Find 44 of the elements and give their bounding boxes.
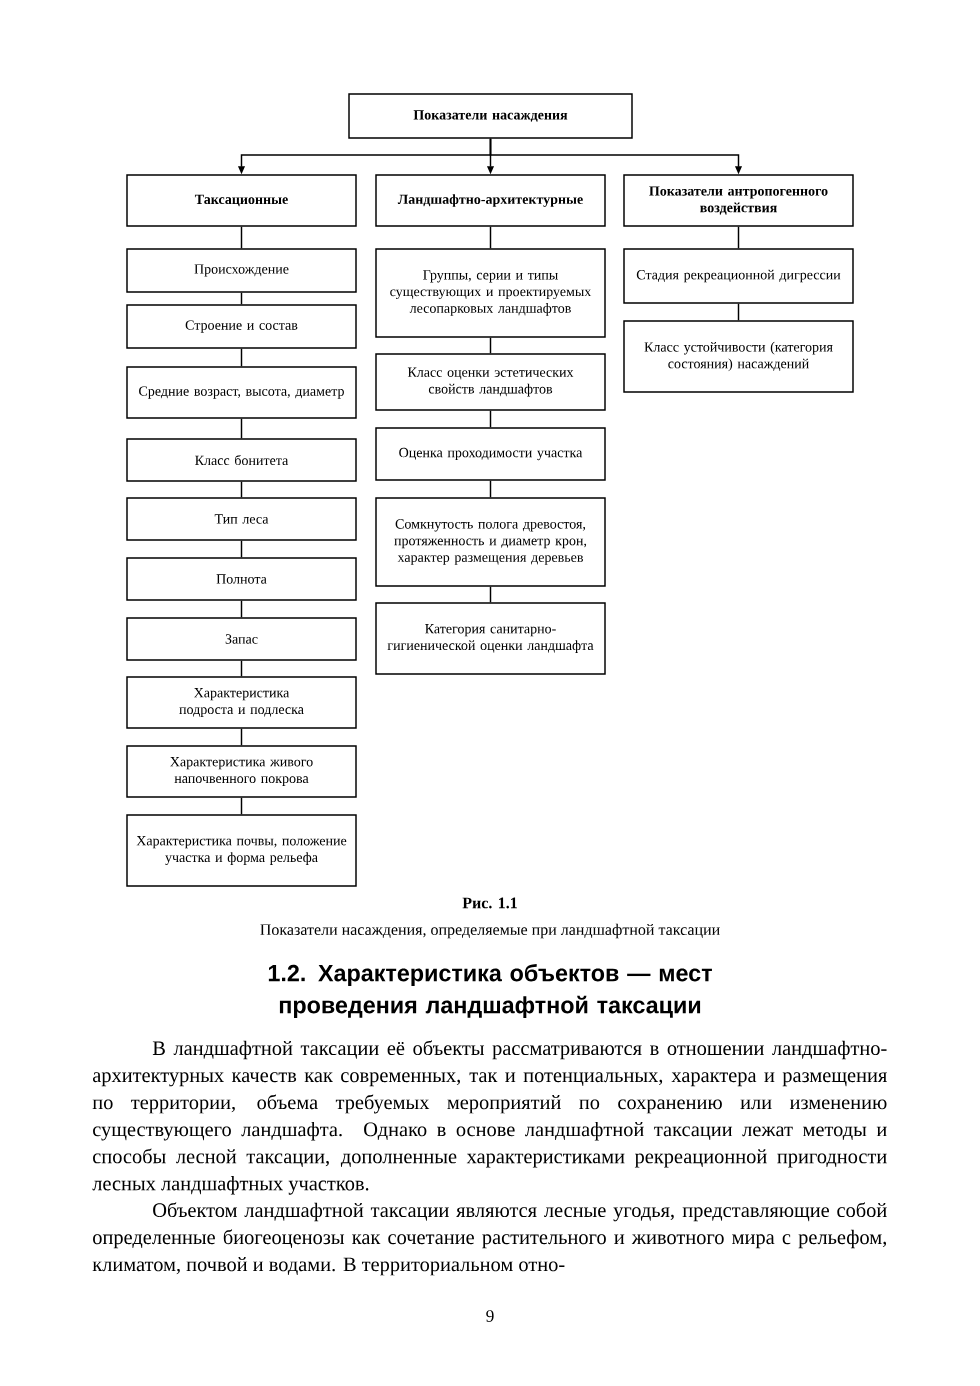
indicator-box: Оценка проходимости участка <box>375 427 606 481</box>
indicator-box: Характеристика почвы, положение участка и форма рельефа <box>126 814 357 887</box>
connector-line <box>240 600 243 618</box>
figure-caption: Показатели насаждения, определяемые при ландшафтной таксации <box>260 923 720 939</box>
category-box: Показатели антропогенного воздействия <box>623 174 854 227</box>
indicator-box: Средние возраст, высота, диаметр <box>126 366 357 419</box>
indicator-box: Стадия рекреационной дигрессии <box>623 248 854 304</box>
indicator-box: Характеристика подроста и подлеска <box>126 676 357 729</box>
connector-line <box>489 480 492 498</box>
connector-line <box>240 728 243 746</box>
indicator-box: Характеристика живого напочвенного покрова <box>126 745 357 798</box>
connector-line <box>489 586 492 603</box>
indicator-box: Сомкнутость полога древостоя, протяженность и диаметр крон, характер размещения деревьев <box>375 497 606 587</box>
connector-line <box>737 226 740 249</box>
indicator-box: Класс бонитета <box>126 438 357 482</box>
connector-line <box>240 348 243 367</box>
connector-line <box>489 337 492 354</box>
connector-line <box>240 797 243 815</box>
indicator-box: Происхождение <box>126 248 357 293</box>
indicator-box: Тип леса <box>126 497 357 541</box>
fig-number: Рис. 1.1 <box>462 897 517 909</box>
indicator-box: Полнота <box>126 557 357 601</box>
indicator-box: Класс оценки эстетических свойств ландшафтов <box>375 353 606 411</box>
connector-line <box>737 303 740 321</box>
category-box: Таксационные <box>126 174 357 227</box>
category-box: Ландшафтно-архитектурные <box>375 174 606 227</box>
indicator-box: Категория санитарно-гигиенической оценки ландшафта <box>375 602 606 675</box>
section-heading: 1.2. Характеристика объектов — мест проведения ландшафтной таксации <box>268 964 712 1018</box>
connector-line <box>240 660 243 677</box>
connector-line <box>489 410 492 428</box>
indicator-box: Класс устойчивости (категория состояния) насаждений <box>623 320 854 393</box>
paragraph: Объектом ландшафтной таксации являются лесные угодья, представляющие собой определенные биогеоценозы как сочетание растительного и животного мира с рельефом, климатом, почвой и водами. В территориальном отно- <box>92 1202 887 1276</box>
connector-line <box>489 226 492 249</box>
indicator-box: Группы, серии и типы существующих и проектируемых лесопарковых ландшафтов <box>375 248 606 338</box>
connector-line <box>240 481 243 498</box>
connector-line <box>240 226 243 249</box>
indicator-box: Запас <box>126 617 357 661</box>
connector-line <box>240 292 243 305</box>
page-number: 9 <box>486 1310 494 1322</box>
connector-line <box>240 540 243 558</box>
connector-line <box>240 418 243 439</box>
category-box: Показатели насаждения <box>348 93 633 139</box>
indicator-box: Строение и состав <box>126 304 357 349</box>
paragraph: В ландшафтной таксации её объекты рассматриваются в отношении ландшафтно-архитектурных качеств как современных, так и потенциальных, характера и размещения по территории, объема требуемых мероприятий по сохранению или изменению существующего ландшафта. Однако в основе ландшафтной таксации лежат методы и способы лесной таксации, дополненные характеристиками рекреационной пригодности лесных ландшафтных участков. <box>92 1040 887 1195</box>
